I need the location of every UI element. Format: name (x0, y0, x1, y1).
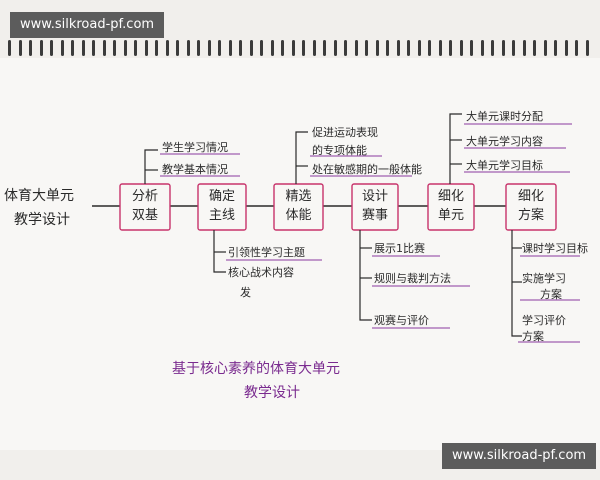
step-plan-note-2: 实施学习 (522, 272, 566, 285)
step-event-note-1: 展示1比赛 (374, 242, 425, 255)
binding-ring (333, 40, 337, 56)
binding-ring (302, 40, 305, 56)
binding-ring (428, 40, 431, 56)
binding-ring (134, 40, 137, 56)
binding-ring (144, 40, 148, 56)
binding-ring (239, 40, 242, 56)
step-unit-note-3: 大单元学习目标 (466, 159, 543, 172)
step-event-line2: 赛事 (361, 208, 388, 223)
step-plan-note-4: 学习评价 (522, 314, 566, 327)
binding-ring (512, 40, 515, 56)
binding-ring (155, 40, 158, 56)
binding-ring (522, 40, 526, 56)
step-analyze-note-2: 教学基本情况 (162, 163, 228, 176)
binding-ring (543, 40, 547, 56)
binding-ring (207, 40, 211, 56)
binding-ring (438, 40, 442, 56)
binding-ring (365, 40, 368, 56)
binding-ring (8, 40, 11, 56)
diagram-caption-line1: 基于核心素养的体育大单元 (172, 361, 340, 377)
binding-ring (585, 40, 589, 56)
diagram-caption-line2: 教学设计 (244, 385, 300, 401)
binding-ring (554, 40, 557, 56)
binding-ring (60, 40, 64, 56)
binding-ring (218, 40, 221, 56)
binding-ring (407, 40, 410, 56)
step-event-note-3: 观赛与评价 (374, 314, 429, 327)
binding-ring (417, 40, 421, 56)
binding-ring (533, 40, 536, 56)
notebook-binding (0, 40, 600, 58)
step-mainline-line2: 主线 (208, 208, 235, 223)
binding-ring (449, 40, 452, 56)
binding-ring (396, 40, 400, 56)
step-unit-note-2: 大单元学习内容 (466, 135, 543, 148)
binding-ring (39, 40, 43, 56)
binding-ring (123, 40, 127, 56)
binding-ring (354, 40, 358, 56)
step-mainline-line1: 确定 (208, 189, 235, 204)
step-unit-note-1: 大单元课时分配 (466, 110, 543, 123)
binding-ring (501, 40, 505, 56)
step-fitness-note-1: 促进运动表现 (312, 126, 378, 139)
step-mainline-note-1: 引领性学习主题 (228, 246, 305, 259)
binding-ring (186, 40, 190, 56)
binding-ring (470, 40, 473, 56)
binding-ring (459, 40, 463, 56)
step-plan-note-1: 课时学习目标 (522, 242, 588, 255)
binding-ring (375, 40, 379, 56)
binding-ring (71, 40, 74, 56)
step-mainline-note-3: 发 (240, 286, 251, 299)
binding-ring (260, 40, 263, 56)
step-unit-line1: 细化 (437, 189, 464, 204)
root-node-line1: 体育大单元 (4, 188, 74, 204)
binding-ring (291, 40, 295, 56)
binding-ring (344, 40, 347, 56)
binding-ring (323, 40, 326, 56)
binding-ring (312, 40, 316, 56)
watermark-bottom: www.silkroad-pf.com (442, 443, 597, 469)
binding-ring (50, 40, 53, 56)
root-node-line2: 教学设计 (14, 212, 70, 228)
binding-ring (113, 40, 116, 56)
step-event-note-2: 规则与裁判方法 (374, 272, 451, 285)
step-fitness-note-3: 处在敏感期的一般体能 (312, 163, 422, 176)
binding-ring (228, 40, 232, 56)
binding-ring (102, 40, 106, 56)
step-plan-note-5: 方案 (522, 330, 544, 343)
binding-ring (491, 40, 494, 56)
binding-ring (197, 40, 200, 56)
binding-ring (480, 40, 484, 56)
binding-ring (564, 40, 568, 56)
step-analyze-line2: 双基 (131, 208, 158, 223)
binding-ring (176, 40, 179, 56)
step-analyze-line1: 分析 (131, 189, 158, 204)
binding-ring (575, 40, 578, 56)
step-fitness-note-2: 的专项体能 (312, 144, 367, 157)
binding-ring (29, 40, 32, 56)
step-plan-note-3: 方案 (540, 288, 562, 301)
binding-ring (18, 40, 22, 56)
step-mainline-note-2: 核心战术内容 (228, 266, 294, 279)
step-plan-line1: 细化 (517, 189, 544, 204)
step-fitness-line2: 体能 (285, 208, 312, 223)
binding-ring (81, 40, 85, 56)
watermark-top: www.silkroad-pf.com (10, 12, 165, 38)
notebook-paper (0, 58, 600, 450)
step-unit-line2: 单元 (437, 208, 464, 223)
binding-ring (386, 40, 389, 56)
binding-ring (281, 40, 284, 56)
binding-ring (270, 40, 274, 56)
step-plan-line2: 方案 (517, 208, 544, 223)
binding-ring (92, 40, 95, 56)
step-event-line1: 设计 (361, 189, 388, 204)
binding-ring (249, 40, 253, 56)
binding-ring (165, 40, 169, 56)
step-fitness-line1: 精选 (285, 189, 312, 204)
step-analyze-note-1: 学生学习情况 (162, 141, 228, 154)
